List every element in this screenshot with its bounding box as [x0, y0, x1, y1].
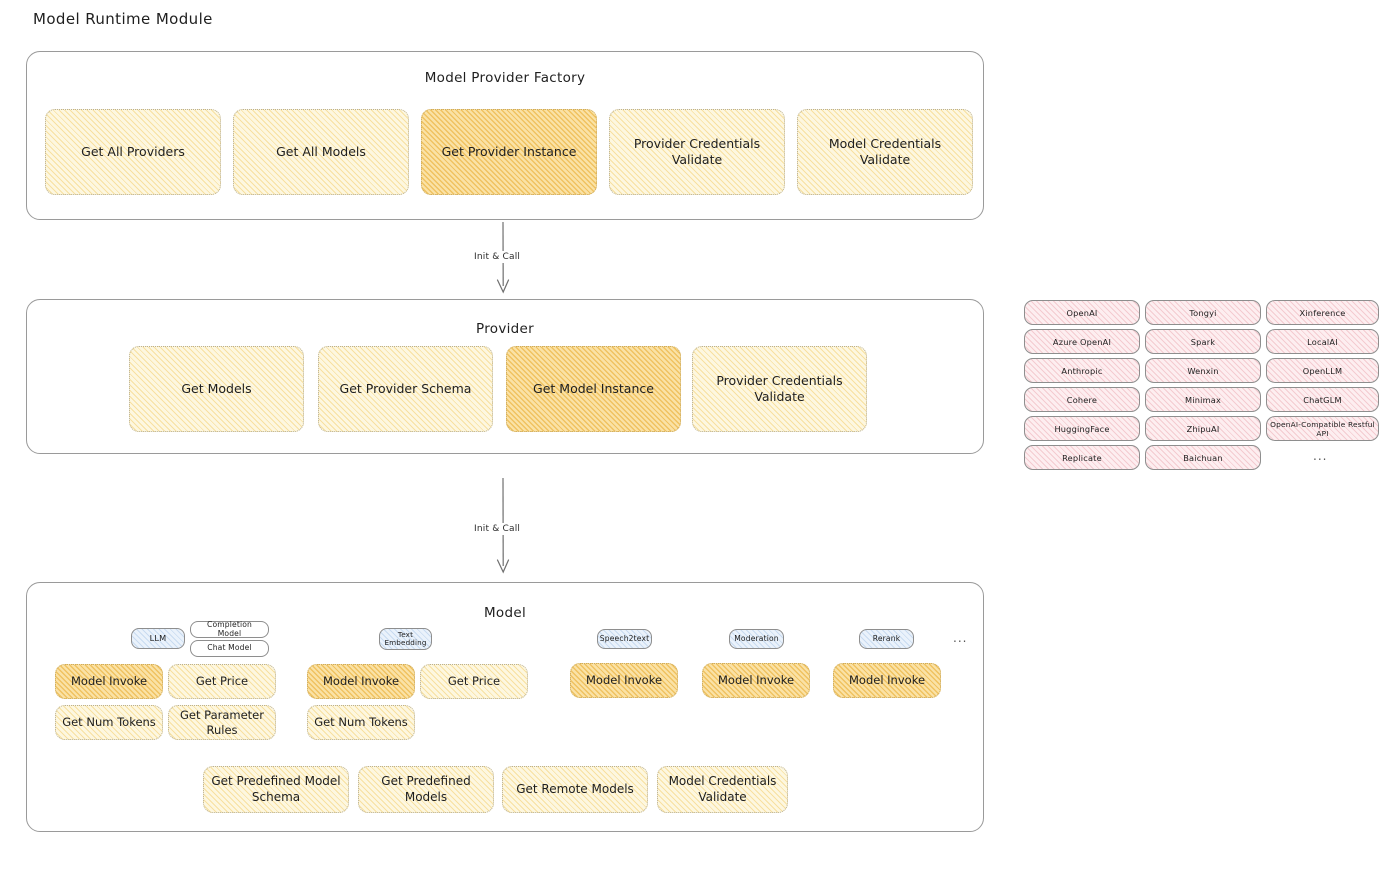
panel-model-provider-factory: Model Provider Factory Get All Providers…: [26, 51, 984, 220]
node-get-predefined-model-schema[interactable]: Get Predefined Model Schema: [203, 766, 349, 813]
chip-localai[interactable]: LocalAI: [1266, 329, 1379, 354]
node-get-remote-models[interactable]: Get Remote Models: [502, 766, 648, 813]
node-llm-get-parameter-rules[interactable]: Get Parameter Rules: [168, 705, 276, 740]
node-get-model-instance[interactable]: Get Model Instance: [506, 346, 681, 432]
badge-llm[interactable]: LLM: [131, 628, 185, 649]
panel-title-factory: Model Provider Factory: [424, 70, 586, 86]
chip-xinference[interactable]: Xinference: [1266, 300, 1379, 325]
chip-cohere[interactable]: Cohere: [1024, 387, 1140, 412]
badge-rerank[interactable]: Rerank: [859, 629, 914, 649]
badge-speech2text[interactable]: Speech2text: [597, 629, 652, 649]
node-llm-get-price[interactable]: Get Price: [168, 664, 276, 699]
chip-chatglm[interactable]: ChatGLM: [1266, 387, 1379, 412]
chip-azure-openai[interactable]: Azure OpenAI: [1024, 329, 1140, 354]
chip-replicate[interactable]: Replicate: [1024, 445, 1140, 470]
node-moderation-model-invoke[interactable]: Model Invoke: [702, 663, 810, 698]
provider-list: OpenAI Azure OpenAI Anthropic Cohere Hug…: [1024, 300, 1379, 475]
node-get-provider-schema[interactable]: Get Provider Schema: [318, 346, 493, 432]
node-model-credentials-validate[interactable]: Model Credentials Validate: [797, 109, 973, 195]
model-types-more: ...: [953, 631, 968, 645]
node-get-all-providers[interactable]: Get All Providers: [45, 109, 221, 195]
chip-spark[interactable]: Spark: [1145, 329, 1261, 354]
arrow-down-icon-2: [496, 477, 510, 574]
node-llm-get-num-tokens[interactable]: Get Num Tokens: [55, 705, 163, 740]
badge-completion-model[interactable]: Completion Model: [190, 620, 269, 638]
chip-minimax[interactable]: Minimax: [1145, 387, 1261, 412]
badge-moderation[interactable]: Moderation: [729, 629, 784, 649]
panel-title-provider: Provider: [476, 321, 534, 337]
connector-provider-to-model: [493, 477, 513, 580]
chip-openllm[interactable]: OpenLLM: [1266, 358, 1379, 383]
panel-model: Model LLM Completion Model Chat Model Mo…: [26, 582, 984, 832]
node-rerank-model-invoke[interactable]: Model Invoke: [833, 663, 941, 698]
connector-label-init-call-1: Init & Call: [470, 251, 525, 263]
panel-title-model: Model: [483, 605, 527, 621]
node-get-provider-instance[interactable]: Get Provider Instance: [421, 109, 597, 195]
node-get-models[interactable]: Get Models: [129, 346, 304, 432]
connector-label-init-call-2: Init & Call: [470, 523, 525, 535]
page-title: Model Runtime Module: [33, 10, 213, 28]
chip-tongyi[interactable]: Tongyi: [1145, 300, 1261, 325]
node-text-embedding-get-num-tokens[interactable]: Get Num Tokens: [307, 705, 415, 740]
node-llm-model-invoke[interactable]: Model Invoke: [55, 664, 163, 699]
node-provider-credentials-validate[interactable]: Provider Credentials Validate: [609, 109, 785, 195]
node-get-all-models[interactable]: Get All Models: [233, 109, 409, 195]
badge-text-embedding[interactable]: Text Embedding: [379, 628, 432, 650]
provider-list-more: ...: [1313, 449, 1328, 463]
chip-anthropic[interactable]: Anthropic: [1024, 358, 1140, 383]
node-provider-credentials-validate-2[interactable]: Provider Credentials Validate: [692, 346, 867, 432]
chip-openai-compatible-restful-api[interactable]: OpenAI-Compatible Restful API: [1266, 416, 1379, 441]
chip-huggingface[interactable]: HuggingFace: [1024, 416, 1140, 441]
node-speech2text-model-invoke[interactable]: Model Invoke: [570, 663, 678, 698]
node-model-credentials-validate-2[interactable]: Model Credentials Validate: [657, 766, 788, 813]
node-text-embedding-get-price[interactable]: Get Price: [420, 664, 528, 699]
node-get-predefined-models[interactable]: Get Predefined Models: [358, 766, 494, 813]
panel-provider: Provider Get Models Get Provider Schema …: [26, 299, 984, 454]
node-text-embedding-model-invoke[interactable]: Model Invoke: [307, 664, 415, 699]
chip-openai[interactable]: OpenAI: [1024, 300, 1140, 325]
badge-chat-model[interactable]: Chat Model: [190, 640, 269, 657]
chip-wenxin[interactable]: Wenxin: [1145, 358, 1261, 383]
chip-baichuan[interactable]: Baichuan: [1145, 445, 1261, 470]
chip-zhipuai[interactable]: ZhipuAI: [1145, 416, 1261, 441]
